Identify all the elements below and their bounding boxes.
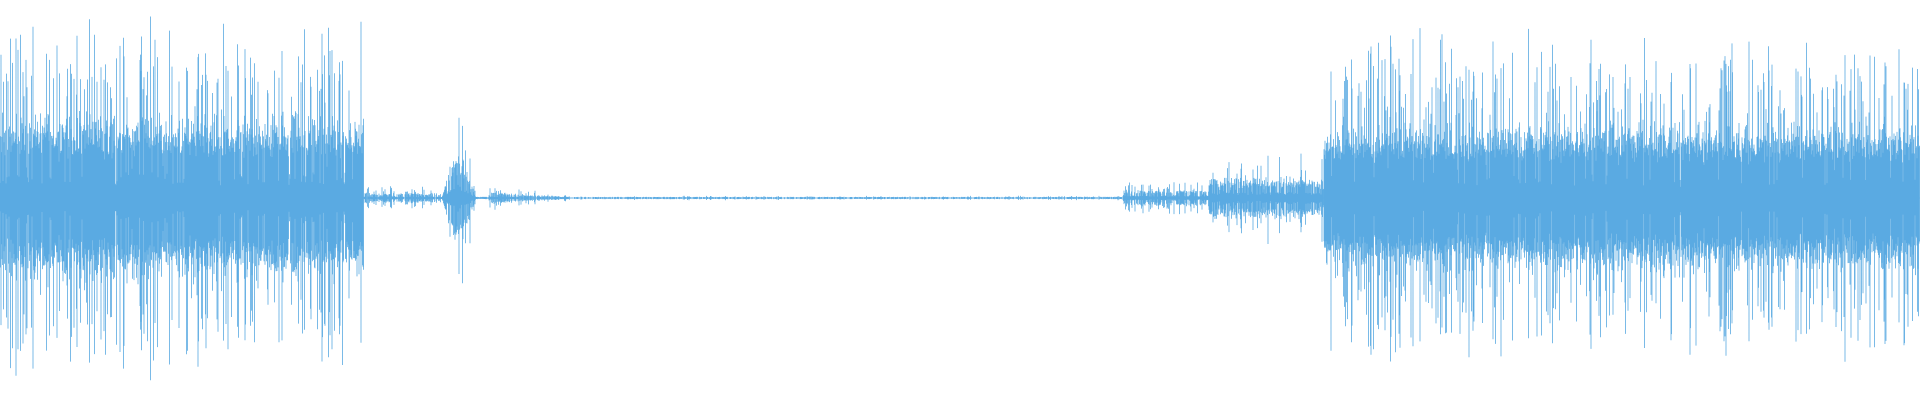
waveform-segment-burst-3 [1323, 28, 1920, 362]
waveform-trace [1323, 28, 1920, 362]
waveform-trace [363, 186, 441, 209]
waveform-trace [1208, 153, 1324, 244]
waveform-segment-low-hum-1 [363, 186, 441, 209]
waveform-trace [440, 117, 489, 284]
waveform-segment-onset [1208, 153, 1324, 244]
waveform-segment-burst-2 [440, 117, 489, 284]
waveform-trace [488, 188, 576, 210]
waveform-segment-tail-fade [488, 188, 576, 210]
